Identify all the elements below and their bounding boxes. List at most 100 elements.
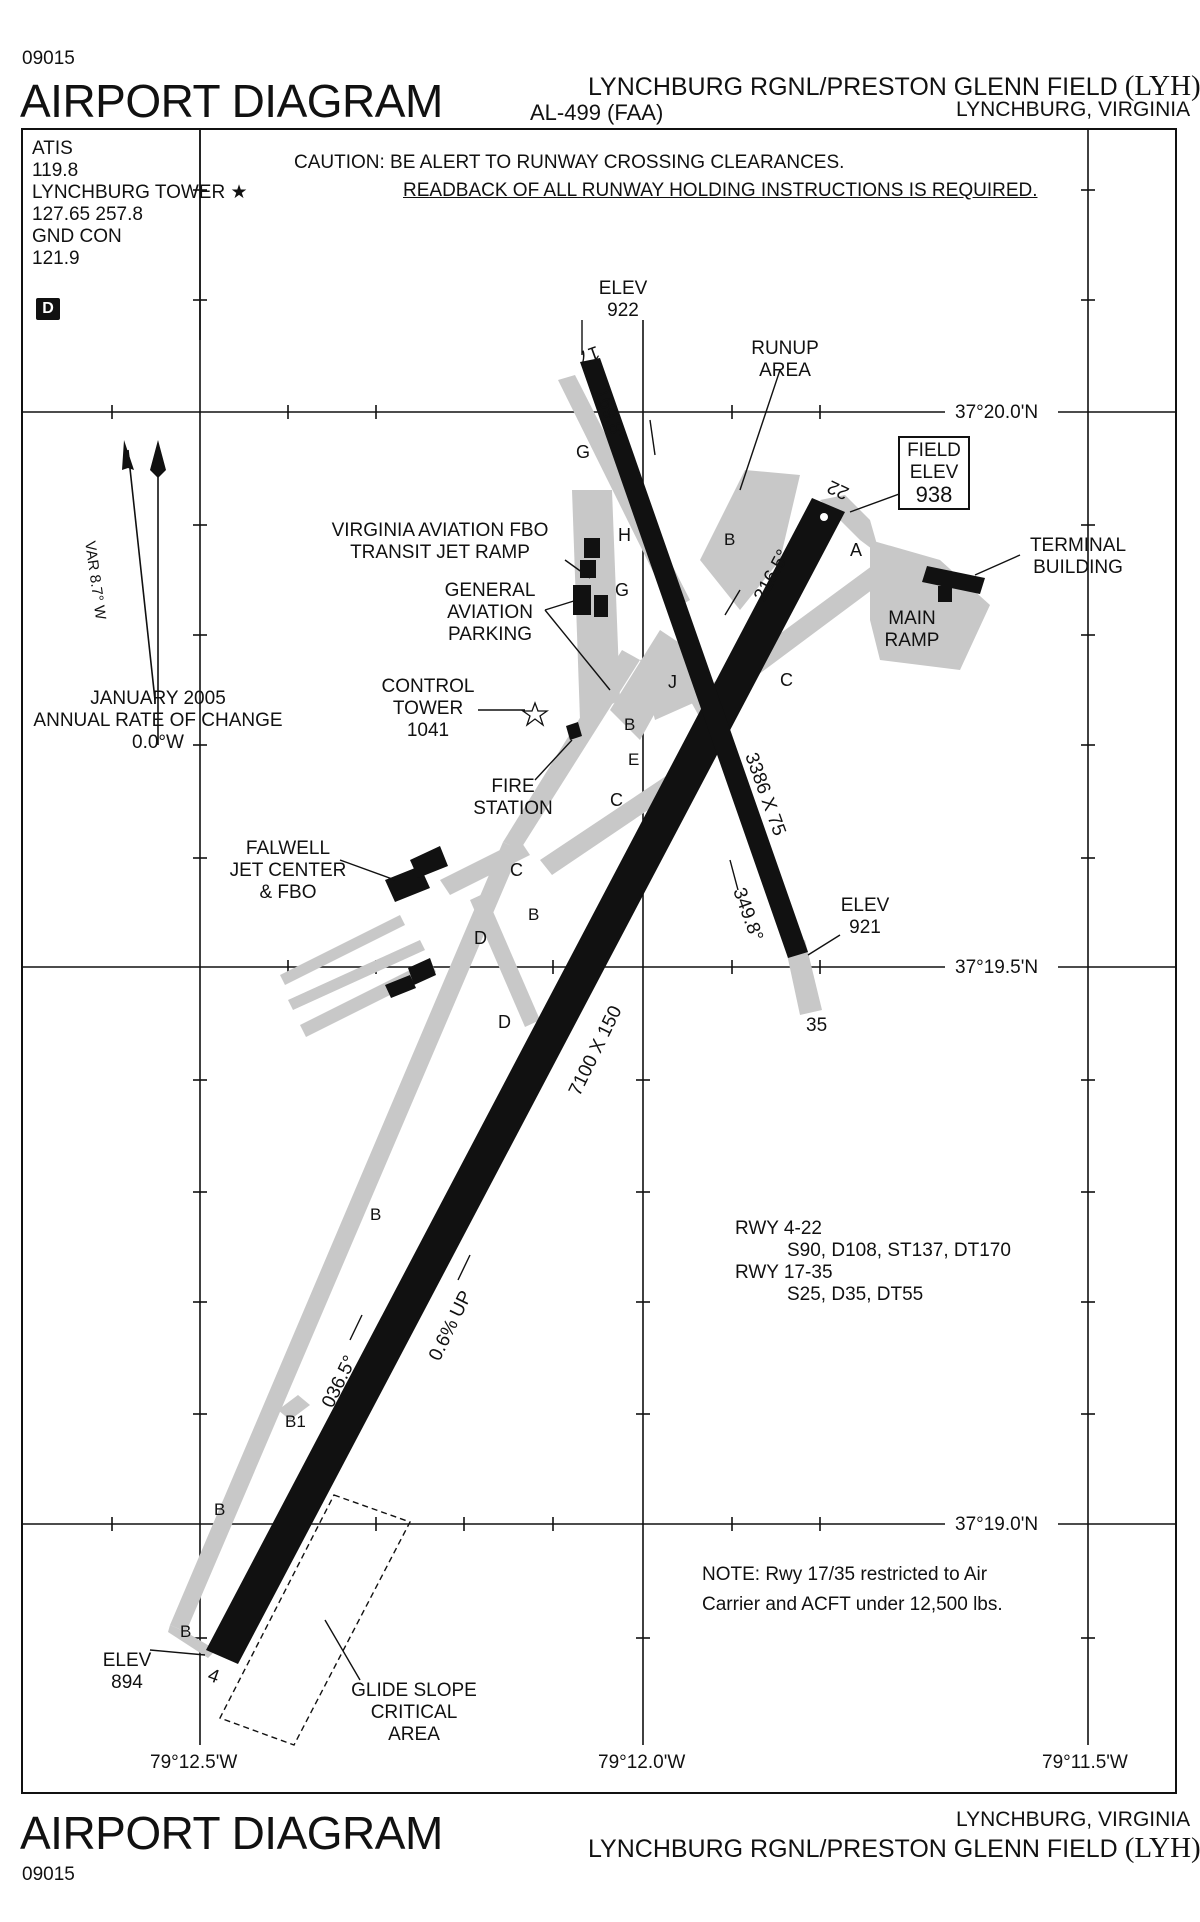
taxiway-j-e bbox=[640, 650, 700, 720]
tower-label: LYNCHBURG TOWER ★ bbox=[32, 182, 248, 204]
hangar-south-2 bbox=[408, 958, 436, 985]
heading-arrows bbox=[349, 419, 741, 1341]
ground-label: GND CON bbox=[32, 226, 122, 247]
va-fbo-line-1: VIRGINIA AVIATION FBO bbox=[331, 520, 549, 541]
elev-35-block: ELEV 921 bbox=[830, 895, 900, 939]
taxiway-label-g2: G bbox=[615, 580, 630, 600]
airspace-class-badge: D bbox=[36, 298, 60, 320]
elev-4-value: 894 bbox=[111, 1672, 143, 1693]
annual-change-block: JANUARY 2005 ANNUAL RATE OF CHANGE 0.0°W bbox=[30, 688, 286, 754]
elev-4-block: ELEV 894 bbox=[92, 1650, 162, 1694]
runway-strengths: RWY 4-22 S90, D108, ST137, DT170 RWY 17-… bbox=[735, 1218, 1011, 1306]
va-fbo-line-2: TRANSIT JET RAMP bbox=[350, 542, 530, 563]
ga-parking-building bbox=[573, 585, 591, 615]
main-ramp-line-1: MAIN bbox=[888, 608, 936, 629]
taxiway-label-j: J bbox=[668, 672, 677, 692]
elev-35-leader bbox=[807, 934, 841, 956]
city-bottom: LYNCHBURG, VIRGINIA bbox=[956, 1808, 1191, 1831]
taxiway-label-b-mid: B bbox=[624, 715, 636, 734]
falwell-line-3: & FBO bbox=[259, 882, 317, 903]
runway-17-35 bbox=[580, 358, 808, 958]
taxiway-label-h: H bbox=[618, 525, 631, 545]
lat-label-2: 37°19.5'N bbox=[955, 957, 1039, 978]
va-fbo-building bbox=[584, 538, 600, 558]
taxiway-label-d2: D bbox=[498, 1012, 511, 1032]
terminal-line-1: TERMINAL bbox=[1029, 535, 1127, 556]
annual-rate-value: 0.0°W bbox=[132, 732, 184, 753]
taxiway-label-b-parallel: B bbox=[370, 1205, 382, 1224]
buildings bbox=[385, 538, 985, 998]
title-top: AIRPORT DIAGRAM bbox=[20, 75, 443, 127]
ident-bottom: (LYH) bbox=[1124, 1832, 1200, 1864]
control-tower-icon bbox=[520, 701, 550, 727]
terminal-building-annex bbox=[938, 586, 952, 602]
va-fbo-label: VIRGINIA AVIATION FBO TRANSIT JET RAMP bbox=[300, 520, 580, 564]
city-top: LYNCHBURG, VIRGINIA bbox=[956, 98, 1191, 121]
falwell-ramp bbox=[440, 840, 530, 895]
glide-leader bbox=[324, 1619, 361, 1681]
variation-arrowhead bbox=[122, 440, 134, 470]
ga-leader-2 bbox=[544, 609, 611, 691]
al-number: AL-499 (FAA) bbox=[530, 100, 664, 125]
main-ramp-label: MAIN RAMP bbox=[872, 608, 952, 652]
procedure-number-top: 09015 bbox=[22, 48, 75, 69]
arrow-349 bbox=[729, 859, 739, 891]
falwell-line-1: FALWELL bbox=[245, 838, 331, 859]
ident-top: (LYH) bbox=[1124, 70, 1200, 102]
control-tower-label: CONTROL TOWER 1041 bbox=[378, 676, 478, 742]
taxiway-b-parallel bbox=[170, 842, 520, 1632]
field-elev-line-2: ELEV bbox=[909, 462, 959, 483]
falwell-line-2: JET CENTER bbox=[229, 860, 347, 881]
taxiway-label-e: E bbox=[628, 750, 640, 769]
tower-label-text: LYNCHBURG TOWER bbox=[32, 182, 226, 203]
ga-line-3: PARKING bbox=[447, 624, 533, 645]
note-line-2: Carrier and ACFT under 12,500 lbs. bbox=[702, 1594, 1003, 1615]
rwy-4-22-values: S90, D108, ST137, DT170 bbox=[787, 1240, 1011, 1261]
variation-date: JANUARY 2005 bbox=[90, 688, 226, 709]
rwy-4-22-label: RWY 4-22 bbox=[735, 1218, 822, 1239]
fire-station bbox=[566, 722, 582, 740]
va-fbo-leader bbox=[564, 559, 591, 579]
atis-frequency: 119.8 bbox=[32, 160, 79, 181]
ga-line-2: AVIATION bbox=[447, 602, 533, 623]
glide-slope-label: GLIDE SLOPE CRITICAL AREA bbox=[344, 1680, 484, 1746]
restriction-note: NOTE: Rwy 17/35 restricted to Air Carrie… bbox=[702, 1560, 1003, 1620]
grid-lines bbox=[21, 128, 1177, 1745]
taxiway-label-g: G bbox=[576, 442, 591, 462]
glide-line-1: GLIDE SLOPE bbox=[351, 1680, 477, 1701]
falwell-hangar-2 bbox=[410, 846, 448, 878]
title-bottom: AIRPORT DIAGRAM bbox=[20, 1807, 443, 1859]
terminal-building bbox=[922, 566, 985, 594]
va-fbo-building-2 bbox=[580, 560, 596, 578]
arrow-036 bbox=[349, 1314, 363, 1341]
rwy-22-marker bbox=[820, 513, 828, 521]
runup-area bbox=[700, 470, 800, 610]
taxiway-label-b-north: B bbox=[724, 530, 736, 549]
procedure-number-bottom: 09015 bbox=[22, 1864, 75, 1885]
ga-line-1: GENERAL bbox=[444, 580, 536, 601]
ga-leader-1 bbox=[544, 599, 578, 611]
fire-line-1: FIRE bbox=[491, 776, 535, 797]
rwy-17-35-values: S25, D35, DT55 bbox=[787, 1284, 924, 1305]
lat-label-3: 37°19.0'N bbox=[955, 1514, 1039, 1535]
taxiway-label-b-south: B bbox=[528, 905, 540, 924]
elev-17-label: ELEV bbox=[598, 278, 648, 299]
airport-name-top: LYNCHBURG RGNL/PRESTON GLENN FIELD (LYH) bbox=[588, 70, 1200, 103]
taxiway-label-c-west: C bbox=[510, 860, 523, 880]
lat-label-1: 37°20.0'N bbox=[955, 402, 1039, 423]
main-ramp bbox=[870, 540, 990, 670]
runup-area-label: RUNUP AREA bbox=[740, 338, 830, 382]
tower-line-3: 1041 bbox=[406, 720, 450, 741]
field-elevation-box: FIELD ELEV 938 bbox=[898, 436, 970, 510]
tower-line-1: CONTROL bbox=[381, 676, 475, 697]
taxiways bbox=[168, 375, 990, 1658]
variation-arrow-line bbox=[127, 449, 156, 701]
rwy-17-35-label: RWY 17-35 bbox=[735, 1262, 833, 1283]
field-elev-value: 938 bbox=[915, 482, 953, 507]
taxiway-label-a: A bbox=[850, 540, 863, 560]
field-elev-line-1: FIELD bbox=[907, 440, 961, 461]
annual-rate-label: ANNUAL RATE OF CHANGE bbox=[33, 710, 283, 731]
hangar-south bbox=[385, 975, 416, 998]
falwell-leader bbox=[339, 859, 396, 881]
